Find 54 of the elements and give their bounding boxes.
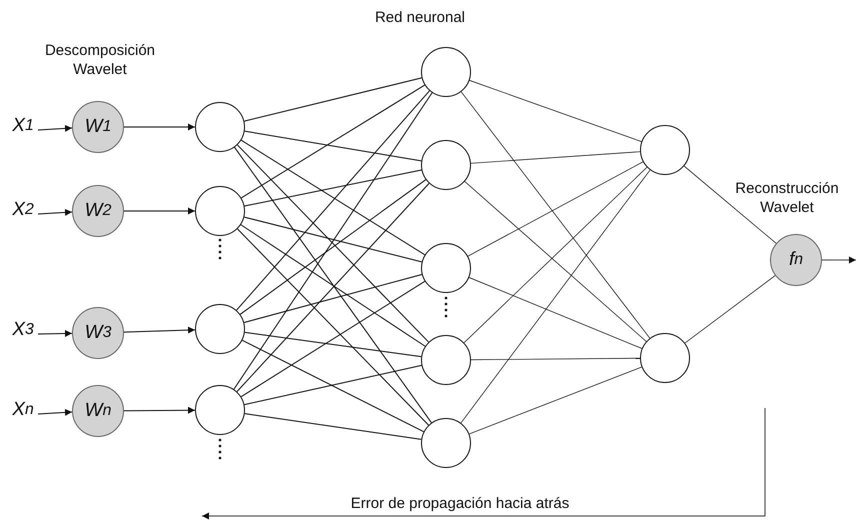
connection-line (468, 277, 642, 349)
section-heading: Reconstrucción Wavelet (734, 179, 840, 217)
section-heading: Red neuronal (374, 8, 466, 27)
connection-line (468, 366, 642, 434)
connection-line (236, 228, 430, 426)
connection-line (240, 179, 426, 315)
connection-line (244, 216, 422, 262)
connection-line (244, 169, 422, 207)
arrow (38, 330, 72, 337)
neuron-circle (195, 102, 245, 152)
arrow (38, 208, 73, 216)
connection-line (244, 130, 422, 162)
connection-line (684, 166, 776, 244)
connection-line (236, 182, 430, 392)
connection-line (240, 140, 426, 256)
connection-line (684, 275, 776, 344)
neuron-circle (640, 125, 690, 175)
connection-line (240, 280, 426, 398)
connection-line (234, 146, 432, 424)
arrow (38, 124, 73, 132)
neuron-circle (640, 333, 690, 383)
connection-line (460, 170, 650, 424)
connection-line (233, 92, 433, 390)
connection-line (242, 340, 424, 432)
connection-line (240, 224, 426, 347)
arrow (123, 326, 196, 334)
connection-line (468, 162, 644, 256)
connection-line (244, 413, 422, 440)
connection-line (244, 274, 422, 323)
neuron-circle (195, 385, 245, 435)
arrow (124, 406, 196, 414)
connection-line (244, 77, 422, 122)
neuron-circle (421, 243, 471, 293)
neuron-circle (421, 140, 471, 190)
neuron-circle (421, 418, 471, 468)
arrow-label: Error de propagación hacia atrás (350, 494, 570, 513)
neuron-circle (421, 47, 471, 97)
arrow (124, 124, 196, 130)
connection-line (236, 90, 430, 311)
connection-line (470, 358, 640, 360)
connection-line (469, 80, 642, 142)
arrow (124, 208, 196, 214)
connection-line (460, 92, 650, 338)
connection-line (244, 364, 422, 406)
neuron-circle (195, 304, 245, 354)
section-heading: Descomposición Wavelet (44, 41, 156, 79)
arrow (38, 408, 73, 416)
connection-line (244, 332, 422, 358)
neuron-circle (421, 335, 471, 385)
arrow (822, 256, 856, 264)
connection-line (240, 84, 426, 198)
neuron-circle (195, 186, 245, 236)
connection-line (470, 151, 640, 164)
connection-line (236, 144, 430, 343)
